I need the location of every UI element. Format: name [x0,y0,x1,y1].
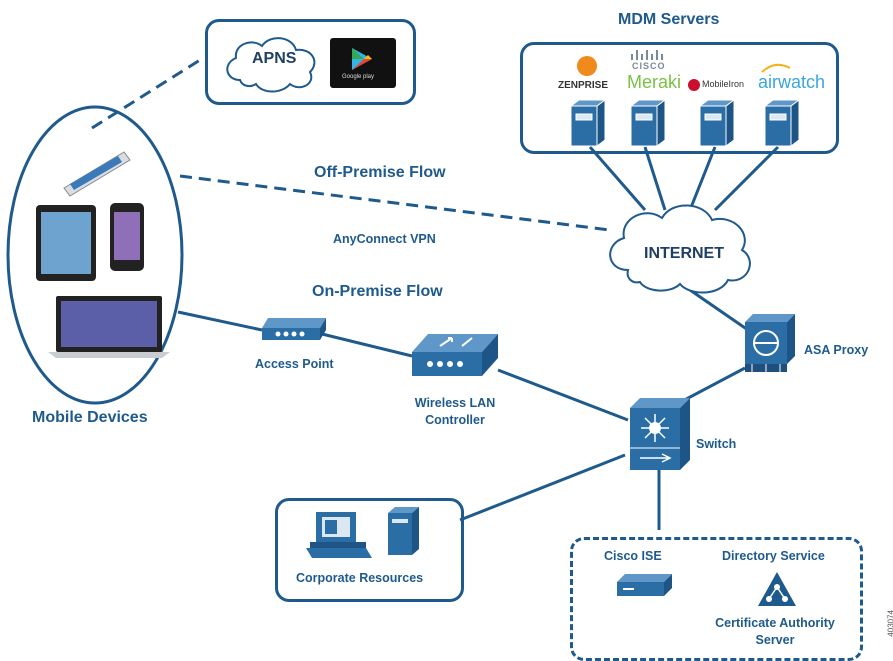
wireless-lan-controller-label-1: Wireless LAN [414,396,496,410]
off-premise-flow-label: Off-Premise Flow [314,164,446,181]
internet-label: INTERNET [644,245,724,262]
wireless-lan-controller-label-2: Controller [425,413,485,427]
mobileiron-label: MobileIron [702,79,745,89]
mdm-internet-line-2 [643,146,667,211]
mobile-devices-label: Mobile Devices [32,409,148,426]
mdm-internet-line-1 [588,146,647,211]
tablet-icon [36,205,96,281]
airwatch-logo-icon [761,63,791,73]
apns-cloud-icon [226,37,316,93]
mdm-internet-line-4 [713,145,780,212]
certificate-authority-icon [758,572,796,606]
cisco-ise-label: Cisco ISE [604,549,662,563]
figure-id: 403074 [887,610,893,637]
wireless-lan-controller-icon [412,334,498,376]
smartphone-galaxy-icon [63,151,131,197]
off-premise-flow-line [179,174,611,232]
internet-asa-line [689,288,749,332]
workstation-icon [306,512,372,558]
corporate-server-icon [388,507,419,555]
airwatch-label: airwatch [758,72,826,92]
certificate-authority-label-1: Certificate Authority [715,616,835,630]
on-premise-flow-label: On-Premise Flow [312,283,443,300]
mobileiron-server-icon [698,99,736,147]
google-play-icon [330,38,396,88]
apns-link-line [91,58,201,130]
corporate-resources-box [275,498,464,602]
directory-service-label: Directory Service [722,549,825,563]
cisco-logo-icon [631,50,663,60]
mobile-devices-ellipse [6,105,184,405]
certificate-authority-label-2: Server [755,633,795,647]
mdm-servers-box [520,42,839,154]
zenprise-logo-icon [577,56,597,76]
asa-proxy-label: ASA Proxy [804,343,869,357]
laptop-icon [48,296,170,358]
internet-cloud-icon [609,204,751,294]
devices-ap-line [177,310,263,332]
switch-icon [630,398,690,470]
wlc-switch-line [497,368,629,422]
asa-proxy-icon [745,314,795,372]
corporate-resources-label: Corporate Resources [296,571,424,585]
access-point-label: Access Point [255,357,334,371]
mobileiron-logo-icon [688,79,700,91]
anyconnect-vpn-label: AnyConnect VPN [333,232,436,246]
mdm-servers-title: MDM Servers [618,11,720,28]
airwatch-server-icon [763,99,801,147]
google-play-label: Google play [342,74,375,80]
cisco-ise-icon [617,574,672,596]
zenprise-server-icon [569,99,607,147]
zenprise-label: ZENPRISE [558,80,609,91]
access-point-icon [262,318,326,340]
mdm-internet-line-3 [688,146,717,211]
meraki-server-icon [629,99,667,147]
cisco-small-label: cisco [632,61,666,71]
switch-corporate-line [459,453,626,522]
apns-label: APNS [252,50,297,67]
iphone-icon [110,203,144,271]
ap-wlc-line [321,332,413,358]
meraki-label: Meraki [627,72,682,92]
switch-label: Switch [696,437,737,451]
apns-box [205,19,416,105]
